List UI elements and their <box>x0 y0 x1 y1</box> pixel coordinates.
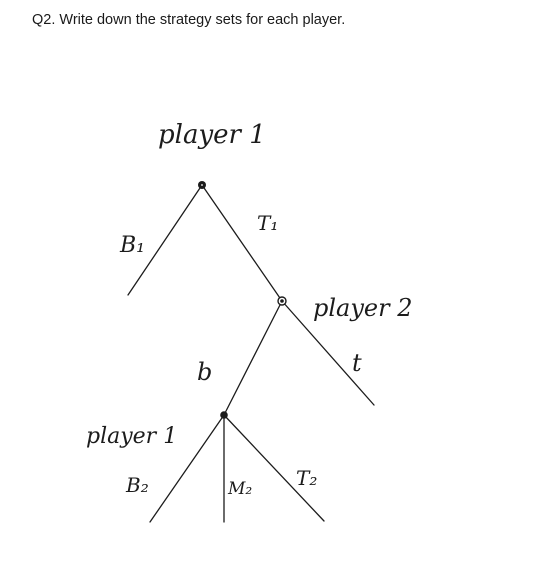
player-2-node <box>277 296 287 306</box>
edge-label-t1: T₁ <box>257 211 278 235</box>
edge-label-b: b <box>197 358 212 386</box>
edge-t <box>281 300 375 406</box>
edge-label-t: t <box>352 349 362 377</box>
edge-label-b1: B₁ <box>119 233 145 258</box>
edge-label-b2: B₂ <box>125 473 149 497</box>
player-2-label: player 2 <box>313 294 412 322</box>
question-text: Q2. Write down the strategy sets for eac… <box>32 12 346 28</box>
player-1-lower-label: player 1 <box>86 424 177 449</box>
root-node <box>198 181 206 189</box>
edge-label-t2: T₂ <box>296 466 317 490</box>
edge-b2 <box>149 414 225 523</box>
edge-b <box>223 300 283 416</box>
edge-label-m2: M₂ <box>227 479 252 499</box>
edge-t2 <box>223 414 325 522</box>
player-1-second-node <box>220 411 228 419</box>
edge-t1 <box>201 184 283 302</box>
edge-b1 <box>127 184 203 296</box>
root-player-label: player 1 <box>158 120 266 150</box>
